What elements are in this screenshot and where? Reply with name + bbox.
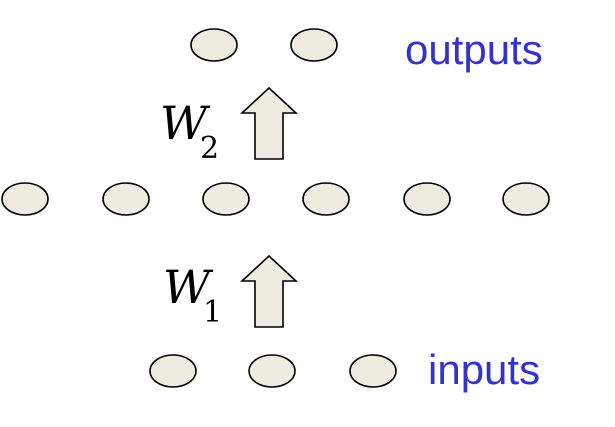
hidden-node: [202, 182, 250, 216]
weight-subscript: 1: [203, 295, 222, 330]
input-node: [248, 354, 296, 388]
hidden-node: [502, 182, 550, 216]
weight-symbol: W: [160, 96, 211, 150]
up-arrow-icon: [239, 86, 299, 160]
hidden-layer: [1, 182, 550, 216]
outputs-label: outputs: [405, 26, 543, 73]
hidden-node: [1, 182, 49, 216]
weight-label-w1: W 1: [163, 260, 222, 330]
hidden-node: [102, 182, 150, 216]
hidden-node: [302, 182, 350, 216]
input-layer: [149, 354, 397, 388]
input-node: [349, 354, 397, 388]
hidden-node: [403, 182, 451, 216]
weight-symbol: W: [163, 260, 214, 314]
weight-subscript: 2: [200, 131, 219, 166]
input-node: [149, 354, 197, 388]
weight-label-w2: W 2: [160, 96, 219, 166]
output-layer: [190, 28, 338, 62]
output-node: [190, 28, 238, 62]
up-arrow-icon: [239, 254, 299, 328]
inputs-label: inputs: [428, 346, 540, 393]
output-node: [290, 28, 338, 62]
